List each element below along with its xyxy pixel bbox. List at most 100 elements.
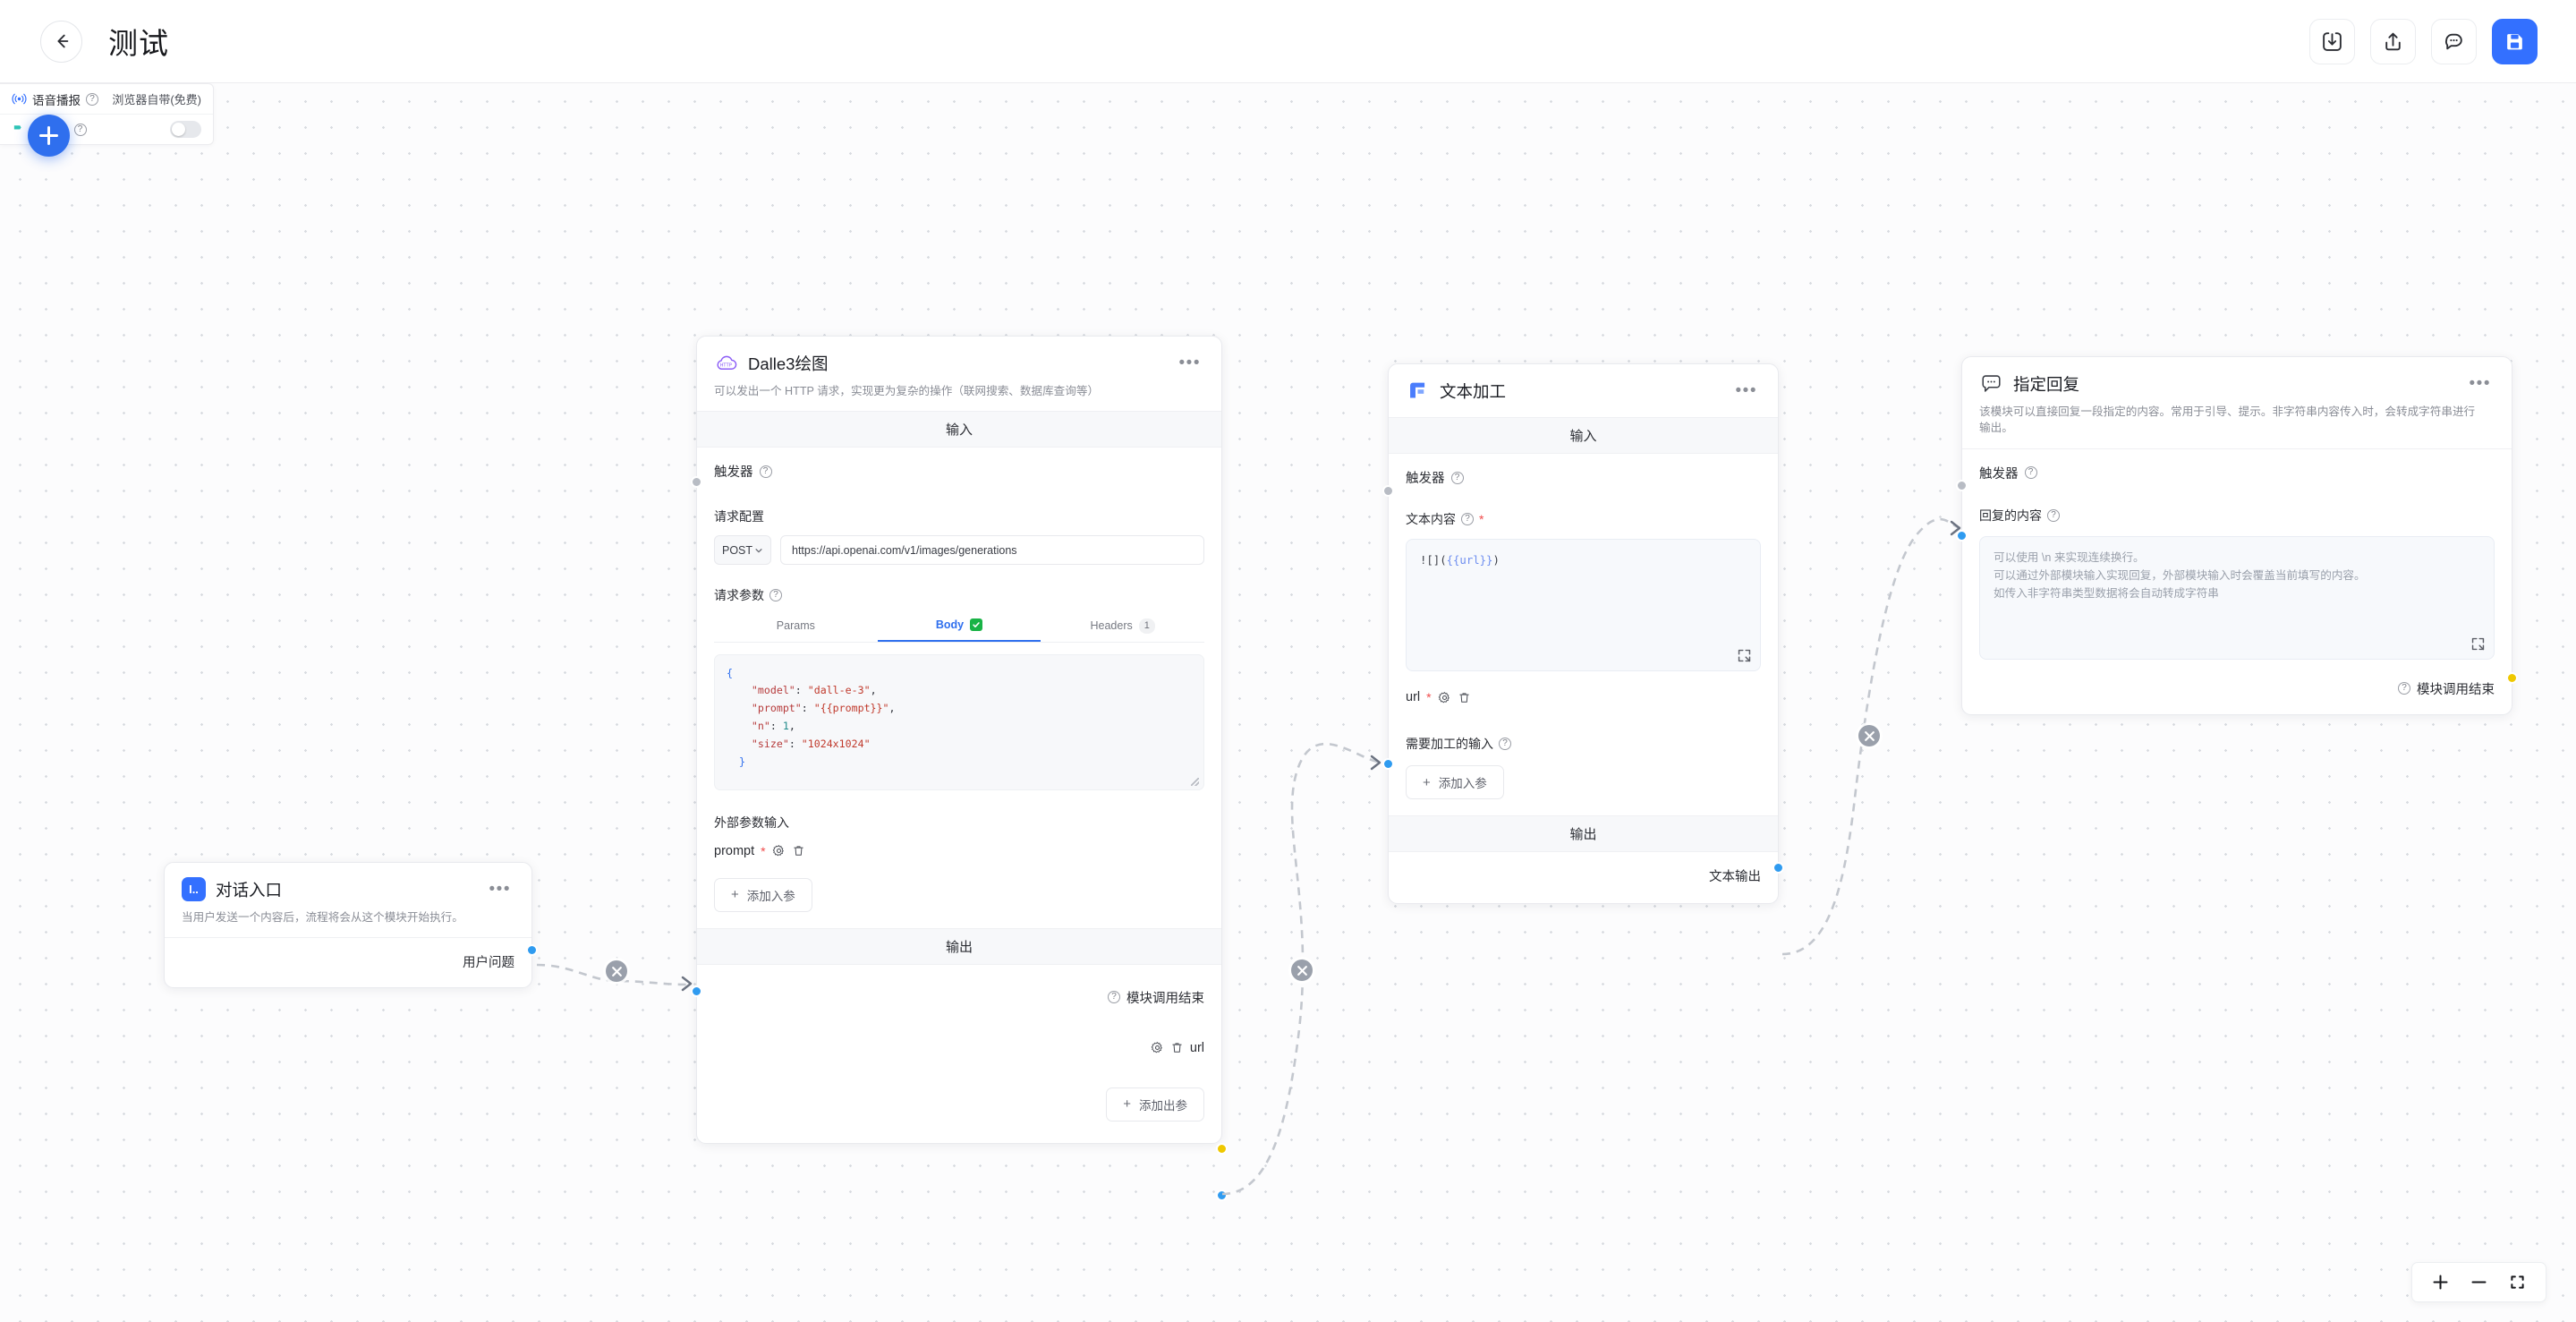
output-done-label: 模块调用结束 [2417, 682, 2495, 697]
help-icon[interactable]: ? [2024, 466, 2037, 479]
input-port-prompt[interactable] [691, 985, 702, 997]
need-process-label-row: 需要加工的输入 ? [1406, 735, 1761, 753]
save-disk-icon [2507, 33, 2522, 49]
placeholder-line-3: 如传入非字符串类型数据将会自动转成字符串 [1994, 587, 2219, 601]
content-textarea[interactable]: ![]({{url}}) [1406, 539, 1761, 671]
request-body-editor[interactable]: { "model": "dall-e-3", "prompt": "{{prom… [714, 653, 1204, 790]
node-output-section: 文本输出 [1389, 852, 1778, 903]
add-output-param-button[interactable]: + 添加出参 [1106, 1087, 1204, 1122]
export-button[interactable] [2370, 18, 2416, 64]
trigger-row[interactable]: 触发器 ? [1406, 468, 1761, 487]
edge-delete-button[interactable] [1858, 725, 1880, 746]
output-section-band: 输出 [1389, 815, 1778, 852]
output-row-user-question[interactable]: 用户问题 [182, 952, 514, 971]
node-chat-entry[interactable]: I.. 对话入口 ••• 当用户发送一个内容后，流程将会从这个模块开始执行。 用… [164, 862, 538, 989]
trigger-row[interactable]: 触发器 ? [1979, 464, 2495, 482]
zoom-out-button[interactable] [2461, 1265, 2496, 1300]
trash-icon[interactable] [792, 844, 805, 857]
tab-body[interactable]: Body [877, 618, 1041, 642]
output-port-done[interactable] [1216, 1143, 1228, 1155]
add-input-param-label: 添加入参 [1438, 777, 1487, 790]
help-icon[interactable]: ? [1461, 513, 1474, 525]
gear-icon[interactable] [772, 844, 786, 857]
import-button[interactable] [2309, 18, 2355, 64]
setting-row-voice[interactable]: 语音播报 ? 浏览器自带(免费) [0, 84, 213, 114]
node-reply[interactable]: 指定回复 ••• 该模块可以直接回复一段指定的内容。常用于引导、提示。非字符串内… [1956, 356, 2518, 715]
output-row-done[interactable]: ? 模块调用结束 [1979, 679, 2495, 698]
output-row-url[interactable]: url [714, 1041, 1204, 1055]
node-menu-button[interactable]: ••• [489, 879, 511, 899]
node-menu-button[interactable]: ••• [1735, 380, 1757, 400]
node-menu-button[interactable]: ••• [2469, 373, 2491, 393]
input-port-trigger[interactable] [1382, 485, 1394, 497]
request-params-tabs: Params Body Headers 1 [714, 618, 1204, 643]
trash-icon[interactable] [1170, 1041, 1184, 1054]
help-icon[interactable]: ? [2398, 682, 2410, 695]
external-params-label: 外部参数输入 [714, 815, 789, 830]
content-value: ![]({{url}}) [1420, 554, 1500, 567]
zoom-in-button[interactable] [2423, 1265, 2458, 1300]
content-label-row: 回复的内容 ? [1979, 507, 2495, 525]
guide-toggle[interactable] [170, 121, 201, 138]
output-row-text[interactable]: 文本输出 [1406, 866, 1761, 885]
add-input-param-button[interactable]: + 添加入参 [714, 877, 812, 912]
edge-arrow-icon [680, 976, 694, 996]
fit-view-button[interactable] [2500, 1265, 2535, 1300]
plus-icon: + [731, 887, 739, 903]
tab-params[interactable]: Params [776, 619, 815, 633]
required-marker: * [1479, 512, 1484, 526]
tab-headers[interactable]: Headers 1 [1041, 618, 1204, 641]
back-button[interactable] [40, 20, 82, 63]
node-menu-button[interactable]: ••• [1178, 353, 1201, 372]
edge-delete-button[interactable] [606, 960, 627, 982]
output-port-url[interactable] [1216, 1190, 1228, 1201]
save-button[interactable] [2492, 18, 2538, 64]
node-output-section: ? 模块调用结束 url + 添加出参 [697, 965, 1221, 1143]
code-open-brace: { [727, 666, 733, 679]
help-icon[interactable]: ? [759, 465, 772, 478]
output-port-done[interactable] [2506, 671, 2518, 684]
trash-icon[interactable] [1458, 691, 1471, 704]
input-port-trigger[interactable] [1956, 480, 1968, 491]
request-url-input[interactable]: https://api.openai.com/v1/images/generat… [780, 535, 1204, 566]
help-icon[interactable]: ? [769, 589, 782, 602]
content-variable: {{url}} [1446, 554, 1493, 567]
output-port-user-question[interactable] [526, 944, 538, 957]
node-dalle3[interactable]: HTTP Dalle3绘图 ••• 可以发出一个 HTTP 请求，实现更为复杂的… [691, 336, 1228, 1201]
top-bar: 测试 [0, 0, 2576, 83]
help-icon[interactable]: ? [1108, 991, 1120, 1004]
chat-button[interactable] [2431, 18, 2477, 64]
add-input-param-button[interactable]: + 添加入参 [1406, 765, 1504, 799]
expand-icon[interactable] [2470, 636, 2486, 652]
output-port-text[interactable] [1773, 862, 1784, 874]
help-icon[interactable]: ? [2047, 508, 2060, 522]
param-row-prompt[interactable]: prompt * [714, 844, 1204, 858]
input-port-url[interactable] [1382, 758, 1394, 770]
input-port-trigger[interactable] [691, 476, 702, 488]
request-config-label: 请求配置 [714, 509, 764, 525]
output-done-label: 模块调用结束 [1126, 991, 1204, 1006]
reply-bubble-icon [1982, 375, 2001, 392]
node-text-process[interactable]: 文本加工 ••• 输入 触发器 ? 文本内容 ? * ![]({{url}}) [1382, 363, 1784, 904]
expand-icon[interactable] [1737, 648, 1752, 663]
add-node-button[interactable] [28, 115, 70, 157]
node-input-section: 触发器 ? 回复的内容 ? 可以使用 \n 来实现连续换行。 可以通过外部模块输… [1962, 449, 2512, 714]
help-icon[interactable]: ? [73, 123, 87, 136]
gear-icon[interactable] [1151, 1041, 1164, 1054]
setting-value-voice[interactable]: 浏览器自带(免费) [112, 93, 201, 107]
share-upload-icon [2385, 32, 2401, 50]
http-method-select[interactable]: POST [714, 535, 771, 566]
gear-icon[interactable] [1438, 691, 1451, 704]
trigger-row[interactable]: 触发器 ? [714, 462, 1204, 481]
help-icon[interactable]: ? [86, 92, 98, 106]
node-header: HTTP Dalle3绘图 ••• 可以发出一个 HTTP 请求，实现更为复杂的… [697, 337, 1221, 411]
param-row-url[interactable]: url * [1406, 690, 1761, 704]
resize-handle[interactable] [1191, 777, 1199, 786]
edge-delete-button[interactable] [1291, 960, 1313, 981]
help-icon[interactable]: ? [1499, 738, 1511, 750]
edge-arrow-icon [1949, 520, 1963, 541]
output-row-done[interactable]: ? 模块调用结束 [714, 988, 1204, 1007]
reply-content-textarea[interactable]: 可以使用 \n 来实现连续换行。 可以通过外部模块输入实现回复，外部模块输入时会… [1979, 535, 2495, 660]
help-icon[interactable]: ? [1450, 471, 1464, 484]
node-divider [1962, 448, 2512, 449]
